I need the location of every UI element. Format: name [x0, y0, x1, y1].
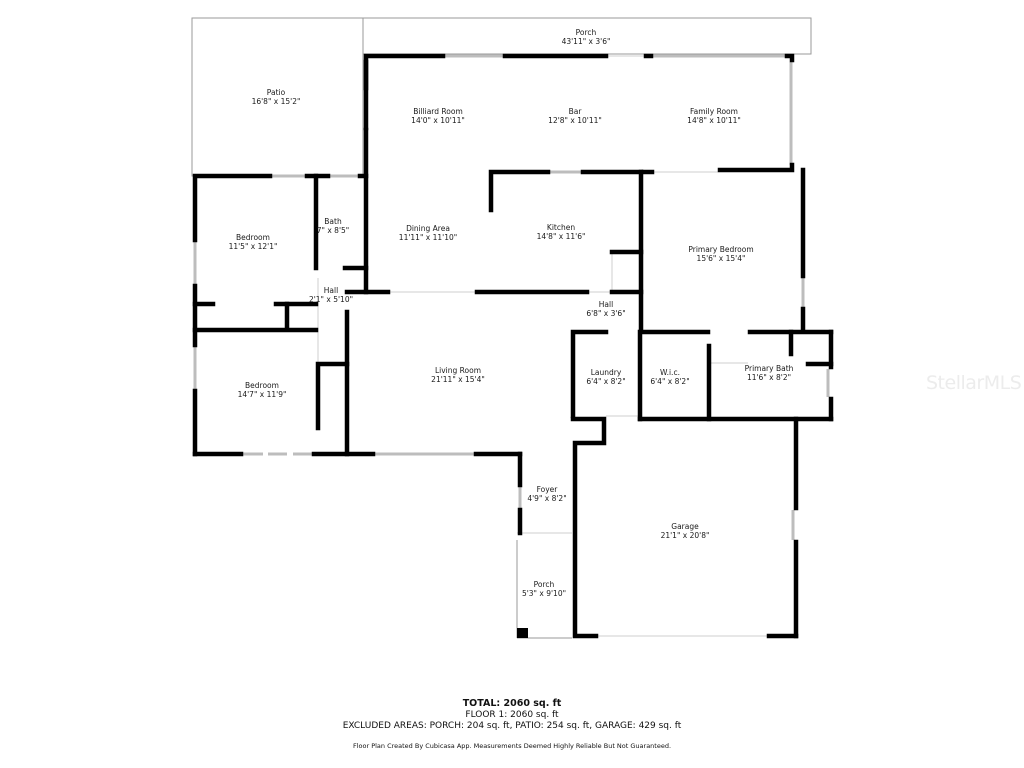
room-name: Laundry [590, 368, 622, 377]
room-dimensions: 16'8" x 15'2" [251, 97, 301, 106]
room-name: Kitchen [546, 223, 576, 232]
room-label-wic: W.i.c.6'4" x 8'2" [650, 368, 689, 386]
room-name: W.i.c. [660, 368, 680, 377]
room-name: Bedroom [245, 381, 279, 390]
room-name: Billiard Room [413, 107, 463, 116]
porch-column [517, 628, 528, 638]
walls [192, 53, 834, 639]
room-dimensions: 12'8" x 10'11" [548, 116, 602, 125]
room-dimensions: 2'1" x 5'10" [308, 295, 354, 304]
room-name: Bar [568, 107, 582, 116]
room-name: Dining Area [406, 224, 450, 233]
room-dimensions: 11'11" x 11'10" [398, 233, 458, 242]
disclaimer-credit: Floor Plan Created By Cubicasa App. Meas… [352, 742, 672, 750]
room-name: Bedroom [236, 233, 270, 242]
room-name: Living Room [434, 366, 482, 375]
floor1-area: FLOOR 1: 2060 sq. ft [465, 710, 559, 720]
room-dimensions: 6'4" x 8'2" [586, 377, 626, 386]
room-name: Hall [323, 286, 339, 295]
room-name: Porch [575, 28, 597, 37]
openings [317, 55, 769, 637]
room-dimensions: 6'8" x 3'6" [586, 309, 626, 318]
room-dimensions: 11'6" x 8'2" [746, 373, 792, 382]
total-area: TOTAL: 2060 sq. ft [462, 698, 562, 709]
room-name: Primary Bedroom [688, 245, 754, 254]
room-dimensions: 5'3" x 9'10" [521, 589, 567, 598]
room-name: Hall [598, 300, 614, 309]
room-dimensions: 11'5" x 12'1" [228, 242, 278, 251]
room-name: Foyer [536, 485, 558, 494]
room-dimensions: 21'11" x 15'4" [431, 375, 485, 384]
room-dimensions: 6'4" x 8'2" [650, 377, 690, 386]
room-name: Patio [266, 88, 286, 97]
room-dimensions: 15'6" x 15'4" [696, 254, 746, 263]
room-dimensions: 14'8" x 10'11" [687, 116, 741, 125]
room-name: Garage [671, 522, 699, 531]
room-dimensions: 14'8" x 11'6" [536, 232, 586, 241]
room-dimensions: 7" x 8'5" [316, 226, 350, 235]
room-dimensions: 43'11" x 3'6" [561, 37, 611, 46]
room-dimensions: 4'9" x 8'2" [527, 494, 567, 503]
excluded-areas: EXCLUDED AREAS: PORCH: 204 sq. ft, PATIO… [342, 721, 682, 731]
room-name: Family Room [690, 107, 738, 116]
room-name: Primary Bath [744, 364, 794, 373]
room-name: Porch [533, 580, 555, 589]
room-dimensions: 14'7" x 11'9" [237, 390, 287, 399]
room-dimensions: 21'1" x 20'8" [660, 531, 710, 540]
watermark: StellarMLS [926, 372, 1022, 394]
room-dimensions: 14'0" x 10'11" [411, 116, 465, 125]
windows [193, 54, 830, 540]
room-name: Bath [324, 217, 342, 226]
